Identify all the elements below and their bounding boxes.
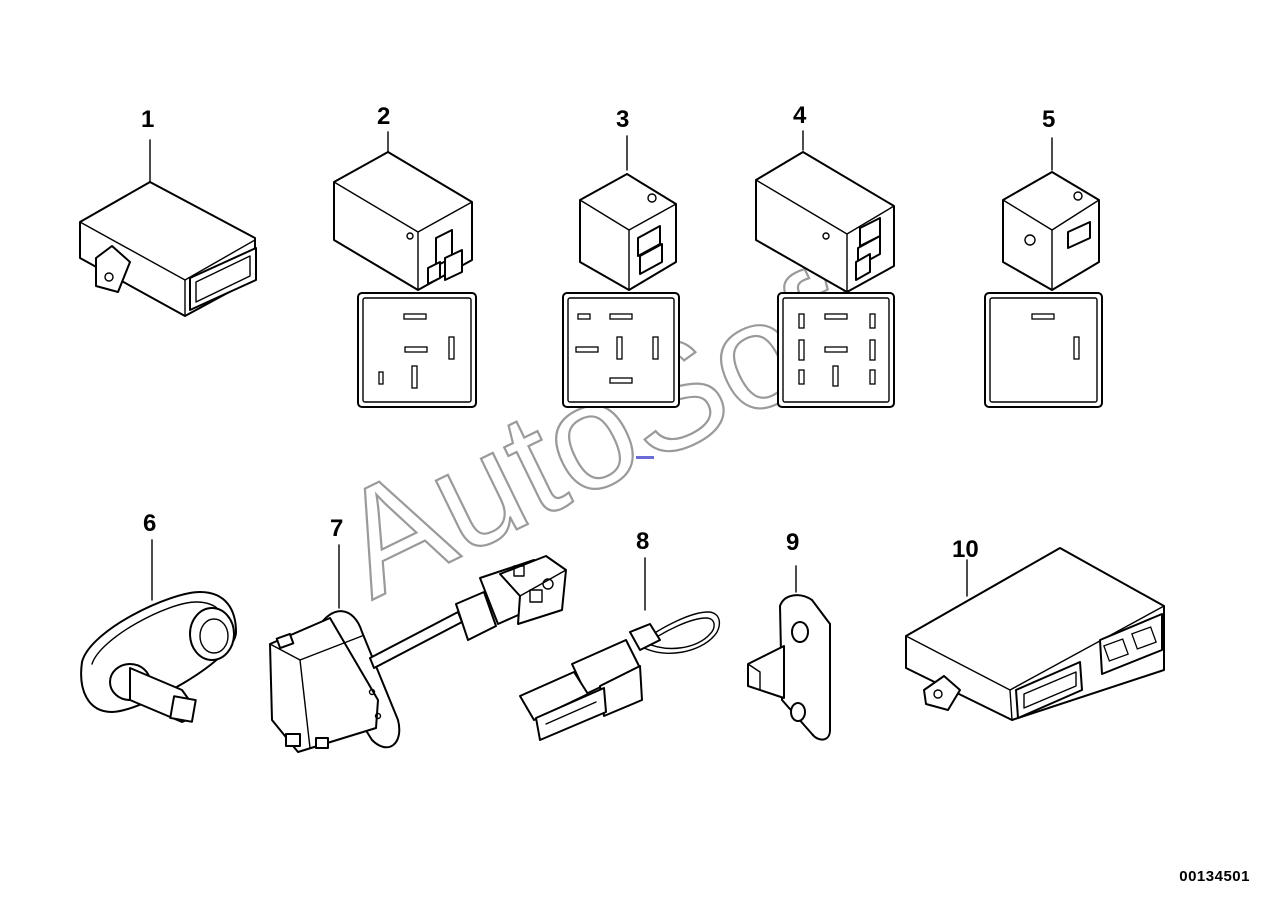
callout-2: 2 [377, 103, 390, 130]
callout-7: 7 [330, 515, 343, 542]
blue-marker [636, 456, 654, 459]
part-7-switch-with-cable[interactable] [269, 544, 567, 753]
callout-8: 8 [636, 528, 649, 555]
part-10-control-unit[interactable] [905, 547, 1165, 721]
part-1-control-module[interactable] [79, 139, 257, 317]
watermark: AutoSoft [312, 226, 903, 629]
part-9-bracket[interactable] [747, 565, 831, 741]
part-4-relay[interactable] [755, 130, 895, 408]
part-3-relay[interactable] [562, 135, 680, 408]
callout-6: 6 [143, 510, 156, 537]
callout-4: 4 [793, 102, 807, 129]
callout-5: 5 [1042, 106, 1055, 133]
part-8-sensor-connector[interactable] [519, 557, 721, 741]
callout-10: 10 [952, 536, 979, 563]
part-5-relay[interactable] [984, 137, 1103, 408]
callout-9: 9 [786, 529, 799, 556]
part-2-relay[interactable] [333, 131, 477, 408]
part-6-plunger-switch[interactable] [80, 539, 237, 723]
document-number: 00134501 [1179, 868, 1250, 885]
callout-3: 3 [616, 106, 629, 133]
callout-1: 1 [141, 106, 154, 133]
